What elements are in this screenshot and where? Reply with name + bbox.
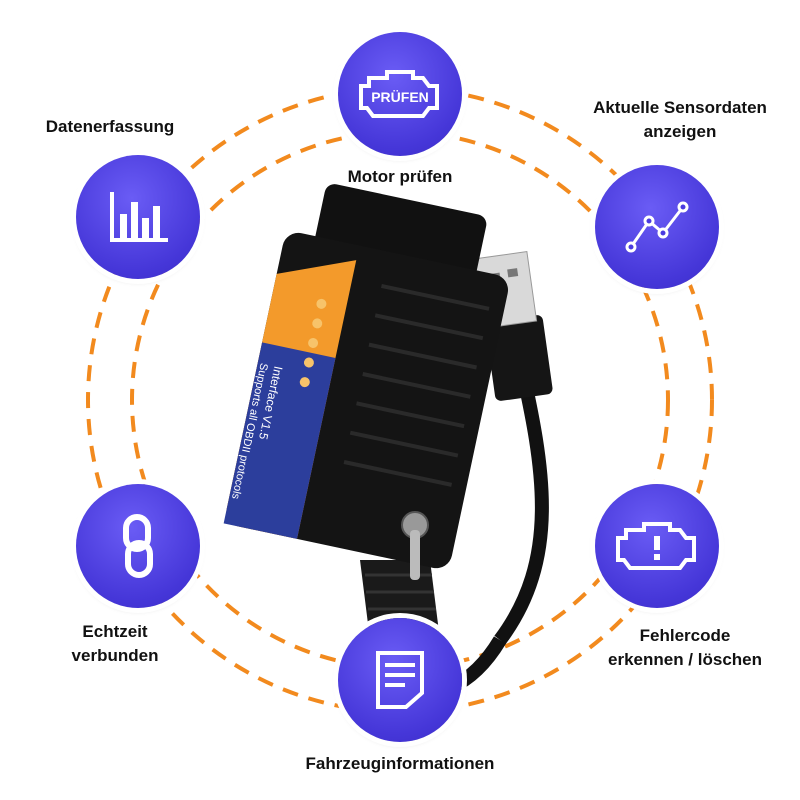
data-capture-badge bbox=[76, 155, 200, 279]
sensor-data-badge bbox=[595, 165, 719, 289]
link-icon bbox=[123, 514, 153, 578]
realtime-label: Echtzeit verbunden bbox=[50, 620, 180, 668]
sensor-data-label-line2: anzeigen bbox=[643, 122, 717, 141]
fault-code-label: Fehlercode erkennen / löschen bbox=[590, 624, 780, 672]
line-chart-icon bbox=[625, 201, 689, 253]
vehicle-info-label: Fahrzeuginformationen bbox=[305, 754, 495, 773]
fault-code-label-line1: Fehlercode bbox=[639, 626, 731, 645]
realtime-badge bbox=[76, 484, 200, 608]
fault-code-badge bbox=[595, 484, 719, 608]
sensor-data-label-line1: Aktuelle Sensordaten bbox=[593, 98, 767, 117]
document-icon bbox=[376, 651, 424, 709]
engine-warning-icon bbox=[616, 522, 696, 570]
vehicle-info-badge bbox=[338, 618, 462, 742]
motor-check-label: Motor prüfen bbox=[347, 167, 453, 186]
fault-code-label-line2: erkennen / löschen bbox=[608, 650, 762, 669]
check-engine-icon: PRÜFEN bbox=[359, 70, 439, 118]
realtime-label-line1: Echtzeit bbox=[82, 622, 148, 641]
sensor-data-label: Aktuelle Sensordaten anzeigen bbox=[560, 96, 800, 144]
realtime-label-line2: verbunden bbox=[71, 646, 159, 665]
check-engine-text: PRÜFEN bbox=[371, 89, 429, 105]
motor-check-badge: PRÜFEN bbox=[338, 32, 462, 156]
bar-chart-icon bbox=[110, 192, 168, 242]
data-capture-label: Datenerfassung bbox=[45, 117, 175, 136]
